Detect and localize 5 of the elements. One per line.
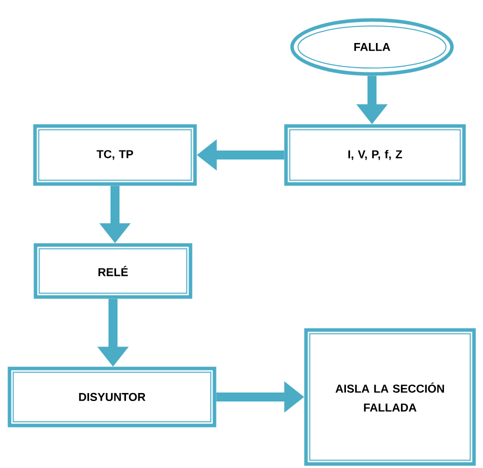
process-box: AISLA LA SECCIÓN FALLADA bbox=[304, 328, 476, 466]
process-box: TC, TP bbox=[33, 124, 197, 186]
process-box: I, V, P, f, Z bbox=[284, 124, 466, 186]
process-box: RELÉ bbox=[34, 243, 192, 299]
process-box: DISYUNTOR bbox=[8, 366, 216, 428]
